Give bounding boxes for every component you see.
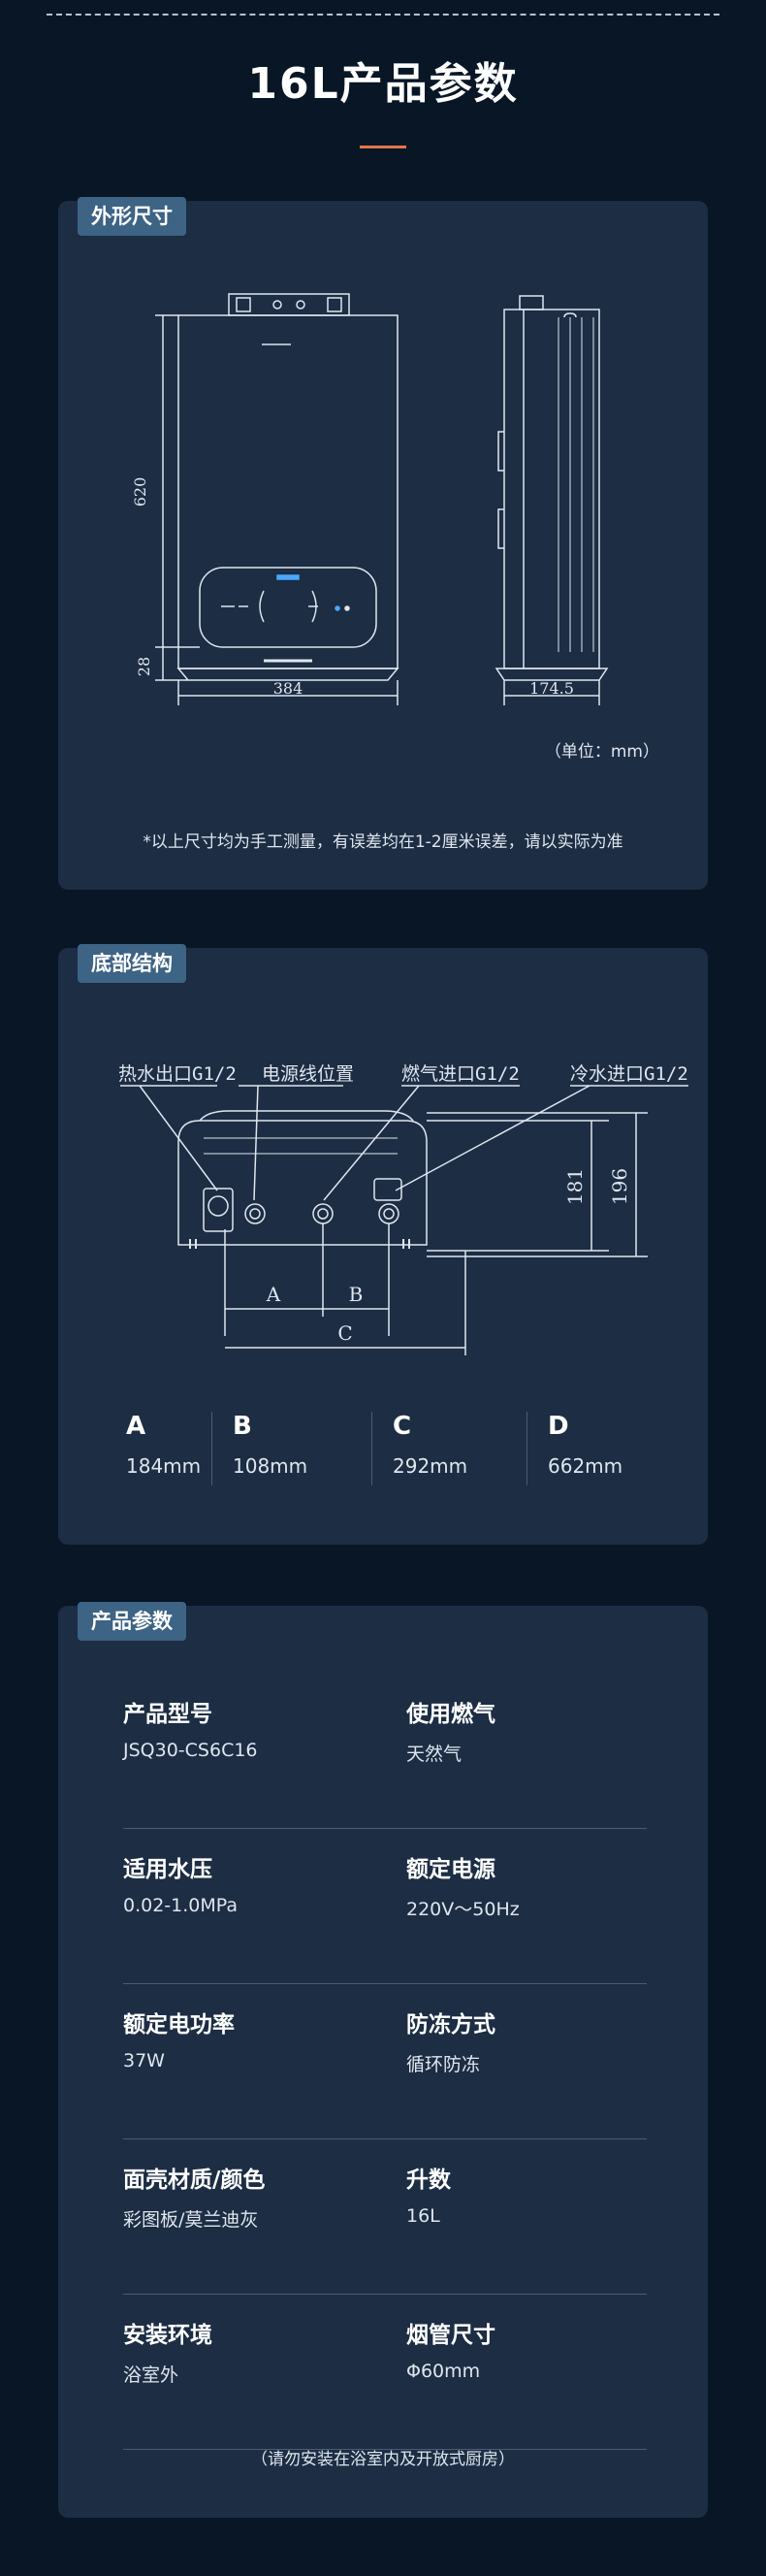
base-plate: [176, 668, 399, 681]
spec-flue-size: 烟管尺寸 Φ60mm: [406, 2316, 647, 2449]
spec-power-supply: 额定电源 220V～50Hz: [406, 1850, 647, 1983]
spec-gas-type: 使用燃气 天然气: [406, 1695, 647, 1828]
gas-fitting: [312, 1203, 334, 1224]
spec-antifreeze: 防冻方式 循环防冻: [406, 2005, 647, 2138]
spec-value: 16L: [406, 2205, 440, 2227]
flue-outlet: [519, 295, 544, 310]
spec-label: 升数: [406, 2168, 451, 2193]
spec-label: 额定电源: [406, 1857, 495, 1882]
dimension-letter: C: [393, 1412, 412, 1441]
label-181: 181: [563, 1168, 587, 1205]
label-a: A: [266, 1283, 281, 1306]
spec-label: 烟管尺寸: [406, 2323, 495, 2348]
spec-water-pressure: 适用水压 0.02-1.0MPa: [123, 1850, 406, 1983]
title-underline: [360, 146, 406, 148]
bottom-structure-card: 底部结构: [58, 944, 708, 1545]
spec-label: 产品型号: [123, 1702, 212, 1727]
measurement-note: *以上尺寸均为手工测量，有误差均在1-2厘米误差，请以实际为准: [143, 832, 623, 852]
spec-panel-material: 面壳材质/颜色 彩图板/莫兰迪灰: [123, 2161, 406, 2294]
spec-row: 产品型号 JSQ30-CS6C16 使用燃气 天然气: [123, 1674, 647, 1829]
install-warning-note: （请勿安装在浴室内及开放式厨房）: [251, 2450, 515, 2469]
spec-label: 额定电功率: [123, 2012, 235, 2038]
heater-side-body: [503, 309, 600, 669]
dimension-d: D 662mm: [527, 1412, 708, 1489]
label-196: 196: [608, 1168, 631, 1205]
dimension-value: 108mm: [233, 1454, 308, 1478]
page-title: 16L产品参数: [247, 59, 519, 109]
spec-value: 220V～50Hz: [406, 1899, 520, 1920]
bottom-body: [177, 1120, 428, 1246]
spec-rated-power: 额定电功率 37W: [123, 2005, 406, 2138]
product-params-tag: 产品参数: [78, 1602, 186, 1641]
spec-model: 产品型号 JSQ30-CS6C16: [123, 1695, 406, 1828]
bottom-drawing: 热水出口G1/2 电源线位置 燃气进口G1/2 冷水进口G1/2 A B C 1…: [118, 1063, 688, 1355]
dimensions-tag: 外形尺寸: [78, 197, 186, 236]
callout-hot-water-outlet: 热水出口G1/2: [118, 1063, 237, 1085]
spec-value: 彩图板/莫兰迪灰: [123, 2209, 259, 2231]
product-params-card: 产品参数 产品型号 JSQ30-CS6C16 使用燃气 天然气 适用水压 0.0…: [58, 1602, 708, 2518]
outline-drawing: 620 28 384 174.5: [131, 293, 609, 705]
spec-install-env: 安装环境 浴室外: [123, 2316, 406, 2449]
label-b: B: [349, 1283, 364, 1306]
spec-label: 使用燃气: [406, 1702, 495, 1727]
dimension-c: C 292mm: [371, 1412, 548, 1489]
spec-value: 0.02-1.0MPa: [123, 1895, 239, 1916]
spec-value: 循环防冻: [406, 2054, 481, 2075]
spec-row: 额定电功率 37W 防冻方式 循环防冻: [123, 1984, 647, 2139]
unit-note: （单位：mm）: [544, 742, 659, 762]
callout-gas-inlet: 燃气进口G1/2: [401, 1063, 520, 1085]
spec-label: 安装环境: [123, 2323, 212, 2348]
dimension-value: 662mm: [548, 1454, 623, 1478]
spec-capacity: 升数 16L: [406, 2161, 647, 2294]
hot-water-fitting: [203, 1188, 234, 1232]
dimension-letter: B: [233, 1412, 252, 1441]
control-panel: [199, 567, 377, 648]
spec-row: 安装环境 浴室外 烟管尺寸 Φ60mm: [123, 2295, 647, 2450]
dimension-value: 184mm: [126, 1454, 202, 1478]
power-fitting: [244, 1203, 266, 1224]
label-384: 384: [273, 679, 303, 698]
callout-cold-water-inlet: 冷水进口G1/2: [570, 1063, 688, 1085]
label-174-5: 174.5: [529, 679, 574, 698]
cold-water-fitting: [378, 1203, 399, 1224]
dimension-b: B 108mm: [211, 1412, 393, 1489]
dimension-letter: A: [126, 1412, 146, 1441]
spec-label: 适用水压: [123, 1857, 212, 1882]
bottom-dimension-list: A 184mm B 108mm C 292mm D 662mm: [58, 1412, 708, 1489]
label-620: 620: [131, 477, 149, 507]
label-28: 28: [135, 657, 153, 676]
spec-label: 防冻方式: [406, 2012, 495, 2038]
spec-value: 天然气: [406, 1744, 463, 1765]
spec-value: 浴室外: [123, 2364, 179, 2386]
spec-value: 37W: [123, 2050, 165, 2071]
top-dashed-divider: [47, 14, 719, 16]
bottom-structure-tag: 底部结构: [78, 944, 186, 983]
spec-row: 面壳材质/颜色 彩图板/莫兰迪灰 升数 16L: [123, 2139, 647, 2295]
heater-front-body: [177, 314, 399, 669]
dimension-a: A 184mm: [58, 1412, 233, 1489]
spec-value: Φ60mm: [406, 2361, 481, 2382]
spec-value: JSQ30-CS6C16: [123, 1740, 258, 1761]
spec-table: 产品型号 JSQ30-CS6C16 使用燃气 天然气 适用水压 0.02-1.0…: [123, 1674, 647, 2450]
dimension-letter: D: [548, 1412, 569, 1441]
dimensions-card: 外形尺寸: [58, 197, 708, 890]
label-c: C: [337, 1321, 352, 1345]
spec-row: 适用水压 0.02-1.0MPa 额定电源 220V～50Hz: [123, 1829, 647, 1984]
spec-label: 面壳材质/颜色: [123, 2168, 266, 2193]
callout-power-cable: 电源线位置: [262, 1063, 354, 1085]
dimension-value: 292mm: [393, 1454, 468, 1478]
